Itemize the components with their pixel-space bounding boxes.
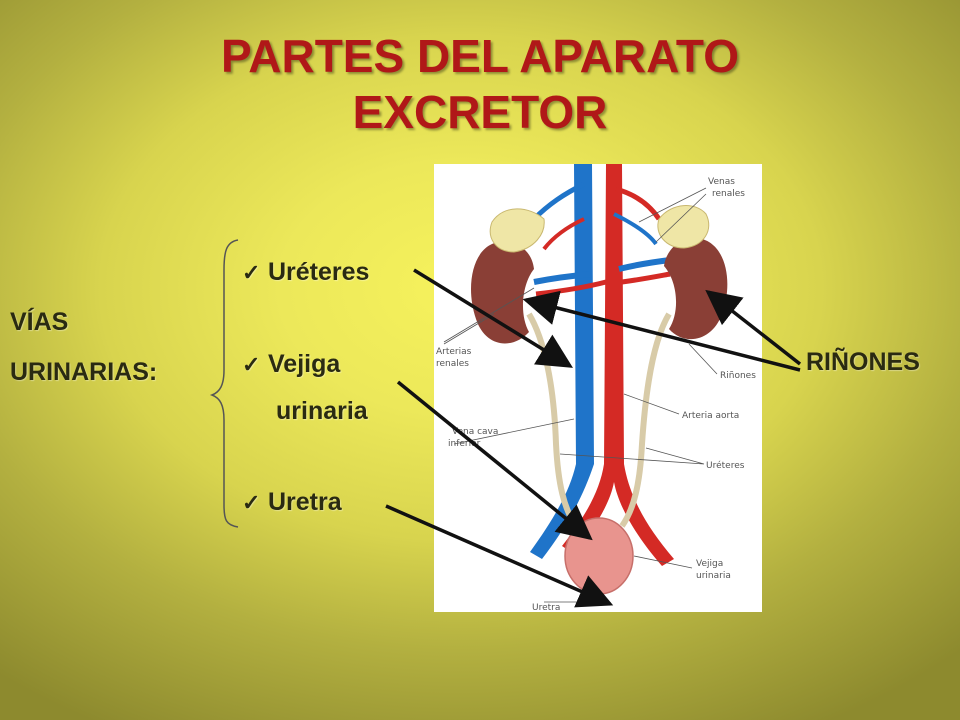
arrow-rinones-right xyxy=(705,289,802,366)
right-adrenal xyxy=(657,205,710,249)
svg-text:Uréteres: Uréteres xyxy=(706,460,745,471)
svg-text:renales: renales xyxy=(436,359,469,369)
svg-text:Uretra: Uretra xyxy=(532,603,560,612)
rinones-label: RIÑONES xyxy=(806,348,920,376)
callout-venas-renales-1: Venas xyxy=(708,177,735,187)
callout-ureteres: Uréteres xyxy=(706,460,745,471)
svg-text:inferior: inferior xyxy=(448,439,481,449)
checkmark-icon: ✓ xyxy=(242,260,261,285)
callout-arterias-renales-1: Arterias xyxy=(436,347,472,357)
svg-text:urinaria: urinaria xyxy=(696,571,731,581)
callout-vejiga-1: Vejiga xyxy=(696,559,723,569)
vias-label: VÍAS xyxy=(10,308,69,336)
callout-arterias-renales-2: renales xyxy=(436,359,469,369)
title-line-1: PARTES DEL APARATO xyxy=(221,30,739,82)
urinary-system-illustration: Venas renales Arterias renales Riñones A… xyxy=(434,164,762,613)
svg-text:Vejiga: Vejiga xyxy=(696,559,723,569)
arrow-ureteres xyxy=(413,268,573,368)
title-line-2: EXCRETOR xyxy=(352,86,608,138)
svg-text:Arteria aorta: Arteria aorta xyxy=(682,411,739,421)
svg-text:Vena cava: Vena cava xyxy=(452,427,498,437)
item-vejiga-text: Vejiga xyxy=(268,350,341,378)
callout-rinones: Riñones xyxy=(720,371,756,381)
item-vejiga: ✓ Vejiga xyxy=(242,350,340,379)
arrow-uretra xyxy=(385,504,614,608)
anatomy-drawing: Venas renales Arterias renales Riñones A… xyxy=(436,164,756,613)
urinarias-label: URINARIAS: xyxy=(10,358,158,386)
callout-vena-cava-2: inferior xyxy=(448,439,481,449)
item-uretra: ✓ Uretra xyxy=(242,488,342,517)
callout-vena-cava-1: Vena cava xyxy=(452,427,498,437)
aorta xyxy=(562,164,674,566)
callout-venas-renales-2: renales xyxy=(712,189,745,199)
svg-text:renales: renales xyxy=(712,189,745,199)
svg-text:Arterias: Arterias xyxy=(436,347,472,357)
item-ureteres-text: Uréteres xyxy=(268,258,370,286)
item-vejiga-text-2: urinaria xyxy=(276,397,368,425)
item-uretra-text: Uretra xyxy=(268,488,342,516)
curly-brace xyxy=(209,239,239,528)
svg-text:Venas: Venas xyxy=(708,177,735,187)
callout-uretra: Uretra xyxy=(532,603,560,612)
callout-vejiga-2: urinaria xyxy=(696,571,731,581)
svg-text:Riñones: Riñones xyxy=(720,371,756,381)
left-adrenal xyxy=(489,208,545,253)
checkmark-icon: ✓ xyxy=(242,490,261,515)
vena-cava xyxy=(530,164,594,559)
right-ureter xyxy=(619,312,672,528)
arrow-vejiga xyxy=(396,380,593,541)
slide-title: PARTES DEL APARATO EXCRETOR xyxy=(0,28,960,140)
arrow-rinones-left xyxy=(522,290,801,372)
checkmark-icon: ✓ xyxy=(242,352,261,377)
callout-arteria-aorta: Arteria aorta xyxy=(682,411,739,421)
item-ureteres: ✓ Uréteres xyxy=(242,258,369,287)
